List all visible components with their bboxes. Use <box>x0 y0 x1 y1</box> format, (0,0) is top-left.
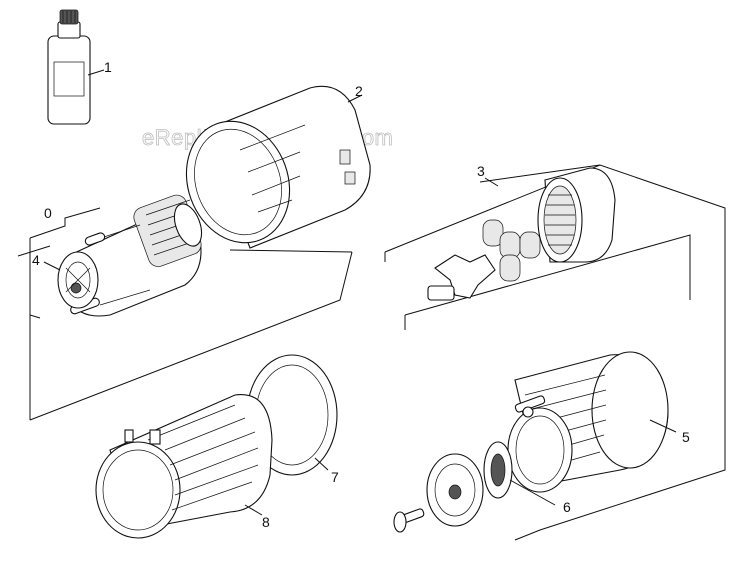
ribbed-housing-icon <box>507 351 677 493</box>
callout-label-0: 0 <box>44 205 52 221</box>
motor-housing-icon <box>95 394 273 539</box>
bearing-icon <box>393 441 556 533</box>
motor-assembly-icon <box>69 194 203 317</box>
planetary-gear-icon <box>427 167 616 301</box>
callout-label-8: 8 <box>262 514 270 530</box>
callout-label-2: 2 <box>355 83 363 99</box>
callout-label-6: 6 <box>563 499 571 515</box>
left-assembly-bracket <box>17 207 353 421</box>
impeller-icon <box>43 251 99 309</box>
callout-label-1: 1 <box>104 59 112 75</box>
callout-label-7: 7 <box>331 469 339 485</box>
callout-label-4: 4 <box>32 252 40 268</box>
oil-bottle-icon <box>47 9 105 125</box>
cylinder-housing-icon <box>185 85 371 249</box>
callout-label-5: 5 <box>682 429 690 445</box>
callout-label-3: 3 <box>477 163 485 179</box>
